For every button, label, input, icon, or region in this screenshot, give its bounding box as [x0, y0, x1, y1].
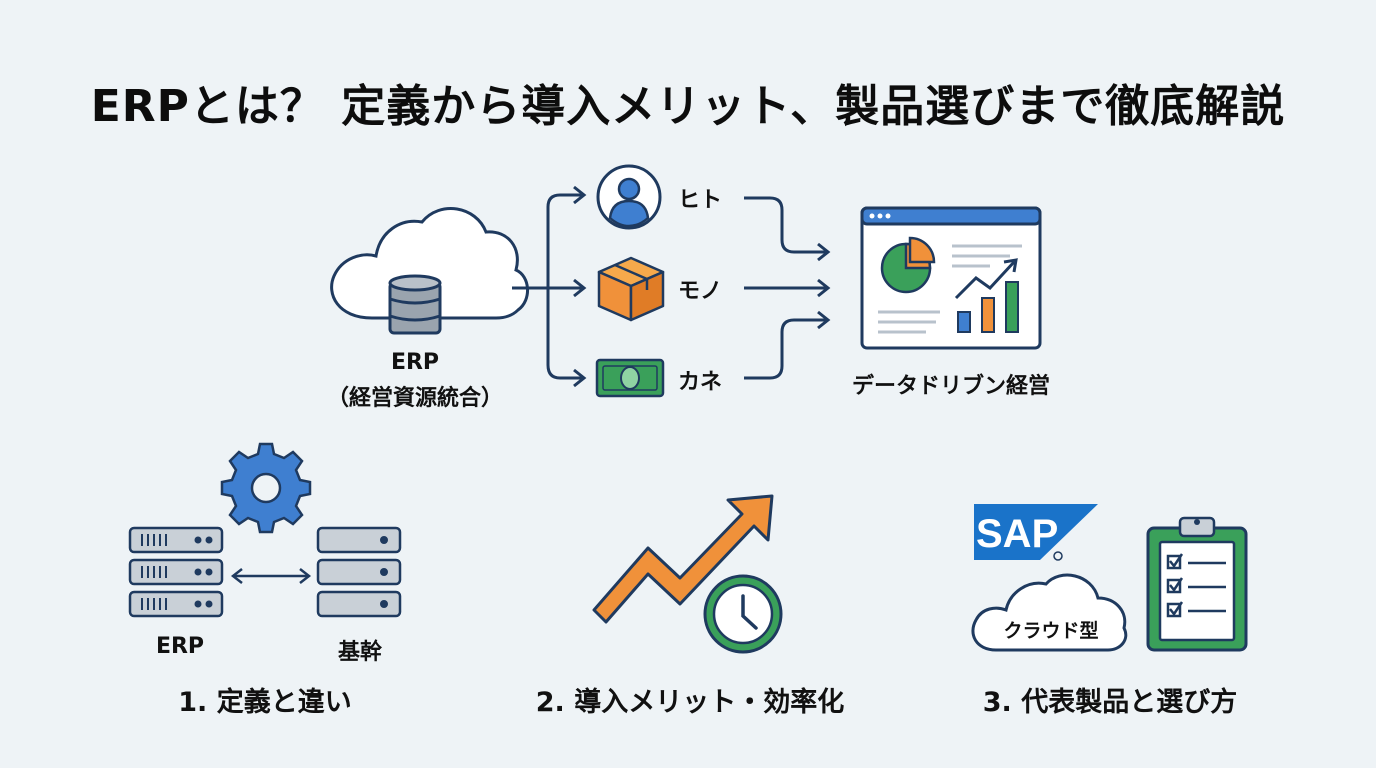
erp-server-icon: [128, 526, 224, 618]
sap-logo-text: SAP: [976, 512, 1058, 556]
gear-icon: [220, 442, 312, 534]
cloud-database-icon: [330, 207, 529, 335]
resource-label-people: ヒト: [678, 188, 723, 213]
core-server-label: 基幹: [337, 640, 382, 665]
flow-arrows-left: [512, 185, 587, 388]
growth-arrow-icon: [592, 494, 774, 624]
page-title: ERPとは？ 定義から導入メリット、製品選びまで徹底解説: [90, 81, 1286, 132]
person-icon: [596, 164, 662, 230]
flow-arrows-right: [744, 196, 831, 380]
result-label: データドリブン経営: [851, 374, 1050, 399]
resource-label-goods: モノ: [678, 279, 723, 304]
money-icon: [595, 358, 665, 398]
core-server-icon: [316, 526, 402, 618]
checklist-clipboard-icon: [1146, 516, 1248, 652]
erp-label: ERP: [390, 350, 440, 375]
clock-icon: [703, 574, 783, 654]
dashboard-icon: [860, 206, 1042, 350]
double-arrow-icon: [230, 568, 312, 584]
section-title-benefits: 2. 導入メリット・効率化: [535, 687, 845, 718]
cloud-icon: [971, 573, 1128, 652]
erp-sub-label: （経営資源統合）: [326, 386, 503, 411]
section-title-definition: 1. 定義と違い: [178, 687, 352, 718]
resource-label-money: カネ: [678, 370, 723, 395]
cloud-label: クラウド型: [1003, 620, 1099, 642]
erp-server-label: ERP: [155, 634, 205, 659]
box-icon: [597, 256, 665, 322]
sap-logo-icon: SAP: [974, 504, 1098, 561]
section-title-products: 3. 代表製品と選び方: [982, 687, 1238, 718]
